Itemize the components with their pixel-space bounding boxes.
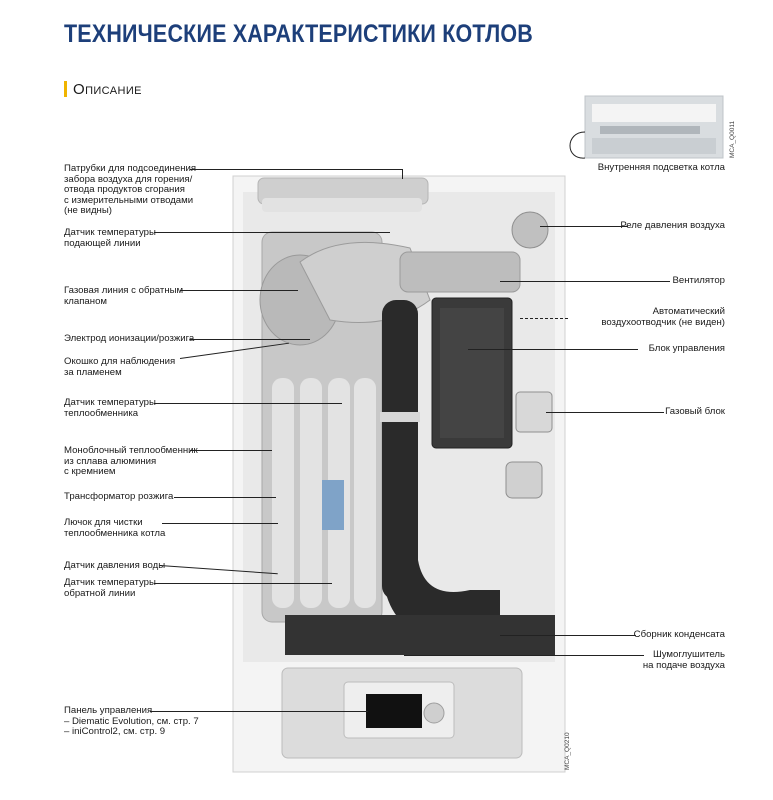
- section-accent-bar: [64, 81, 67, 97]
- section-heading: Описание: [64, 80, 142, 98]
- label-cleaning-hatch: Лючок для чистки теплообменника котла: [64, 517, 166, 539]
- label-water-pressure-sensor: Датчик давления воды: [64, 560, 166, 571]
- leader-exchanger-temp-sensor: [154, 403, 342, 404]
- label-ionisation-electrode: Электрод ионизации/розжига: [64, 333, 195, 344]
- section-title: Описание: [73, 80, 142, 98]
- main-figure-code: MCA_Q0210: [564, 732, 571, 770]
- label-gas-block: Газовый блок: [665, 406, 725, 417]
- label-air-pressure-switch: Реле давления воздуха: [620, 220, 725, 231]
- label-control-unit: Блок управления: [648, 343, 725, 354]
- leader-air-flue-drop: [402, 169, 403, 179]
- leader-control-panel: [150, 711, 368, 712]
- label-flow-temp-sensor: Датчик температуры подающей линии: [64, 227, 156, 249]
- leader-cleaning-hatch: [162, 523, 278, 524]
- leader-condensate-collector: [500, 635, 636, 636]
- leader-control-unit: [468, 349, 638, 350]
- control-panel: [281, 667, 523, 759]
- leader-auto-air-vent: [520, 318, 568, 319]
- leader-gas-block: [546, 412, 664, 413]
- inset-figure-code: MCA_Q0011: [729, 120, 736, 158]
- label-monoblock-exchanger: Моноблочный теплообменник из сплава алюм…: [64, 445, 198, 478]
- page-title: ТЕХНИЧЕСКИЕ ХАРАКТЕРИСТИКИ КОТЛОВ: [64, 20, 534, 48]
- label-gas-line: Газовая линия с обратным клапаном: [64, 285, 184, 307]
- control-box: [431, 297, 513, 449]
- label-flame-window: Окошко для наблюдения за пламенем: [64, 356, 176, 378]
- inset-callout-arc: [569, 131, 586, 159]
- heat-exchanger: [259, 231, 383, 623]
- leader-return-temp-sensor: [154, 583, 332, 584]
- label-internal-light: Внутренняя подсветка котла: [597, 162, 725, 173]
- leader-gas-line: [180, 290, 298, 291]
- leader-air-flue: [190, 169, 402, 170]
- label-ignition-transformer: Трансформатор розжига: [64, 491, 174, 502]
- leader-fan: [500, 281, 670, 282]
- gas-block: [505, 391, 553, 499]
- leader-air-silencer: [404, 655, 644, 656]
- label-return-temp-sensor: Датчик температуры обратной линии: [64, 577, 156, 599]
- leader-monoblock-exchanger: [190, 450, 272, 451]
- inset-photo: [584, 95, 724, 159]
- label-condensate-collector: Сборник конденсата: [633, 629, 725, 640]
- label-air-silencer: Шумоглушитель на подаче воздуха: [642, 649, 725, 671]
- leader-ionisation-electrode: [190, 339, 310, 340]
- label-fan: Вентилятор: [672, 275, 725, 286]
- leader-air-pressure-switch: [540, 226, 628, 227]
- label-air-flue-connections: Патрубки для подсоединения забора воздух…: [64, 163, 197, 217]
- leader-ignition-transformer: [174, 497, 276, 498]
- leader-flow-temp-sensor: [154, 232, 390, 233]
- label-auto-air-vent: Автоматический воздухоотводчик (не виден…: [601, 306, 725, 328]
- label-exchanger-temp-sensor: Датчик температуры теплообменника: [64, 397, 156, 419]
- label-control-panel: Панель управления – Diematic Evolution, …: [64, 705, 199, 738]
